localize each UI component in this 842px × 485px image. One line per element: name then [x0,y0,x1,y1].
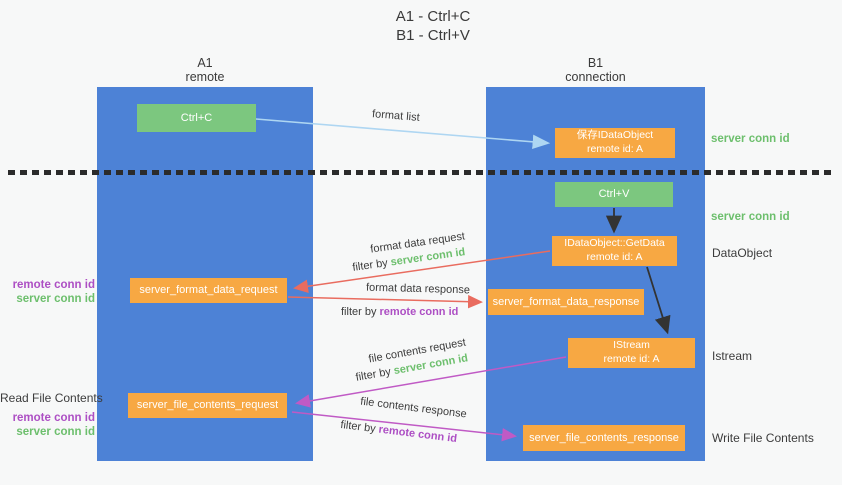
server-format-data-response-box: server_format_data_response [488,289,644,315]
format-data-response-filter-label: filter by remote conn id [341,306,458,318]
server-file-contents-response-label: server_file_contents_response [529,431,679,444]
column-a1-subtitle: remote [185,70,225,85]
server-conn-id-left-label-format: server conn id [16,293,95,305]
filter-by-text: filter by [351,256,392,274]
filter-by-text: filter by [354,365,395,384]
istream-line1: IStream [613,339,650,352]
server-format-data-request-box: server_format_data_request [130,278,287,303]
istream-line2: remote id: A [603,353,660,365]
remote-conn-id-left-label-file: remote conn id [12,412,95,424]
remote-conn-id-left-label-format: remote conn id [12,279,95,291]
file-contents-response-filter-label: filter by remote conn id [340,419,458,445]
server-file-contents-request-box: server_file_contents_request [128,393,287,418]
format-data-response-arrow [287,294,483,309]
save-idataobject-box: 保存IDataObject remote id: A [555,128,675,158]
ctrl-c-box: Ctrl+C [137,104,256,132]
dataobject-side-label: DataObject [712,246,773,260]
idataobject-getdata-box: IDataObject::GetData remote id: A [552,236,677,266]
write-file-contents-label: Write File Contents [712,431,814,445]
read-file-contents-label: Read File Contents [0,391,103,405]
ctrl-v-box: Ctrl+V [555,182,673,207]
format-data-response-label: format data response [365,281,471,297]
istream-side-label: Istream [712,349,753,363]
server-format-data-request-label: server_format_data_request [139,284,278,297]
remote-conn-id-text: remote conn id [379,306,459,318]
ctrl-c-label: Ctrl+C [180,111,213,124]
istream-box: IStream remote id: A [568,338,695,368]
session-divider-dotted-line [8,170,834,175]
filter-by-text: filter by [339,418,380,436]
format-list-label: format list [371,108,421,124]
column-b1-header: B1 connection [486,56,705,85]
column-a1-header: A1 remote [97,56,313,85]
column-b1-name: B1 [587,56,604,70]
remote-conn-id-text: remote conn id [377,423,458,446]
title-line-1: A1 - Ctrl+C [395,8,471,25]
server-format-data-response-label: server_format_data_response [492,295,640,308]
diagram-title: A1 - Ctrl+C B1 - Ctrl+V [0,8,842,46]
file-contents-response-label: file contents response [359,395,468,421]
save-idataobject-line2: remote id: A [586,143,644,155]
server-file-contents-response-box: server_file_contents_response [523,425,685,451]
column-b1-subtitle: connection [565,70,626,85]
ctrl-v-label: Ctrl+V [598,188,630,201]
save-idataobject-line1: 保存IDataObject [576,129,654,142]
getdata-line1: IDataObject::GetData [564,237,665,250]
server-file-contents-request-label: server_file_contents_request [136,399,279,412]
server-conn-id-side-label-top: server conn id [711,133,790,145]
filter-by-text: filter by [341,306,380,318]
getdata-line2: remote id: A [586,251,643,263]
server-conn-id-side-label-mid: server conn id [711,211,790,223]
column-a1-name: A1 [197,56,213,70]
server-conn-id-left-label-file: server conn id [16,426,95,438]
title-line-2: B1 - Ctrl+V [396,26,470,44]
